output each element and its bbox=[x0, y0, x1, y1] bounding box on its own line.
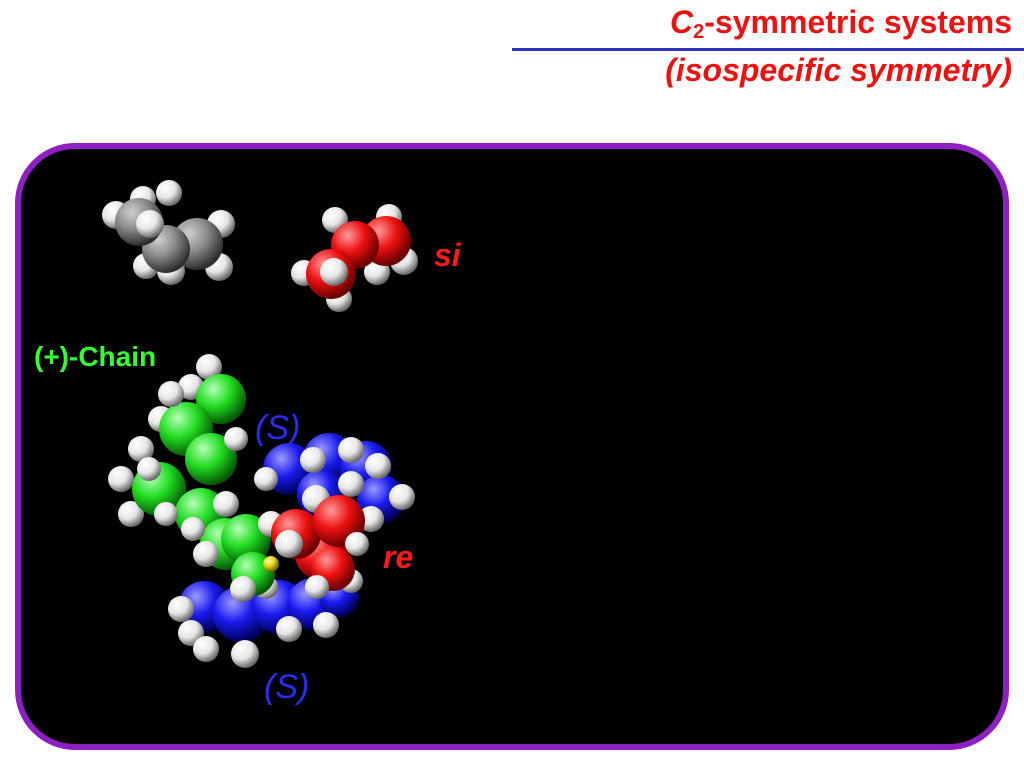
green-chain-model bbox=[108, 354, 284, 602]
chain-label: (+)-Chain bbox=[34, 341, 157, 372]
title-subscript: 2 bbox=[693, 21, 705, 43]
red-propene-si-model bbox=[291, 204, 418, 312]
gray-propene-model bbox=[102, 180, 235, 285]
title-rest: -symmetric systems bbox=[704, 4, 1012, 40]
red-propene-re-model bbox=[271, 471, 369, 599]
s-configuration-label-bottom: (S) bbox=[264, 668, 310, 706]
title-divider bbox=[512, 48, 1024, 51]
si-face-label: si bbox=[434, 237, 461, 273]
blue-ligand-bottom-model bbox=[168, 567, 363, 668]
slide-title-line-2: (isospecific symmetry) bbox=[665, 52, 1012, 88]
molecule-frame: si (+)-Chain (S) re (S) bbox=[15, 143, 1009, 750]
s-configuration-label-top: (S) bbox=[255, 409, 301, 447]
molecular-models bbox=[102, 180, 418, 668]
title-c-letter: C bbox=[670, 4, 694, 40]
re-face-label: re bbox=[383, 539, 414, 575]
slide-title-line-1: C2-symmetric systems bbox=[670, 4, 1012, 43]
